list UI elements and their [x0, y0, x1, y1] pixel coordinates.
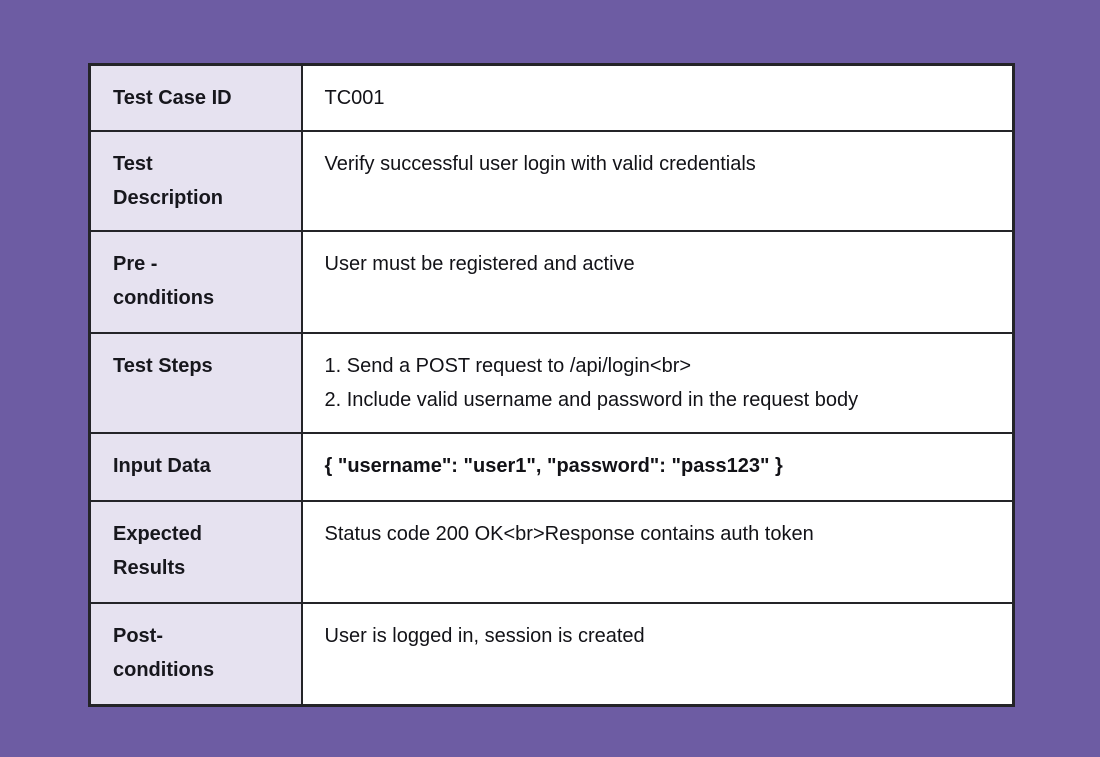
- row-value-expected-results: Status code 200 OK<br>Response contains …: [300, 500, 1015, 604]
- table-row-test-steps: Test Steps 1. Send a POST request to /ap…: [88, 332, 1015, 434]
- row-label-pre-conditions: Pre - conditions: [88, 230, 303, 334]
- row-label-test-case-id: Test Case ID: [88, 63, 303, 132]
- row-label-input-data: Input Data: [88, 432, 303, 502]
- row-value-pre-conditions: User must be registered and active: [300, 230, 1015, 334]
- test-case-table: Test Case ID TC001 Test Description Veri…: [88, 63, 1015, 707]
- table-row-pre-conditions: Pre - conditions User must be registered…: [88, 230, 1015, 334]
- row-value-test-case-id: TC001: [300, 63, 1015, 132]
- table-row-post-conditions: Post- conditions User is logged in, sess…: [88, 602, 1015, 706]
- table-row-test-description: Test Description Verify successful user …: [88, 130, 1015, 232]
- row-value-input-data: { "username": "user1", "password": "pass…: [300, 432, 1015, 502]
- row-value-post-conditions: User is logged in, session is created: [300, 602, 1015, 706]
- table-row-input-data: Input Data { "username": "user1", "passw…: [88, 432, 1015, 502]
- row-label-expected-results: Expected Results: [88, 500, 303, 604]
- row-value-test-description: Verify successful user login with valid …: [300, 130, 1015, 232]
- row-label-post-conditions: Post- conditions: [88, 602, 303, 706]
- row-value-test-steps: 1. Send a POST request to /api/login<br>…: [300, 332, 1015, 434]
- table-row-test-case-id: Test Case ID TC001: [88, 63, 1015, 132]
- row-label-test-description: Test Description: [88, 130, 303, 232]
- table-row-expected-results: Expected Results Status code 200 OK<br>R…: [88, 500, 1015, 604]
- row-label-test-steps: Test Steps: [88, 332, 303, 434]
